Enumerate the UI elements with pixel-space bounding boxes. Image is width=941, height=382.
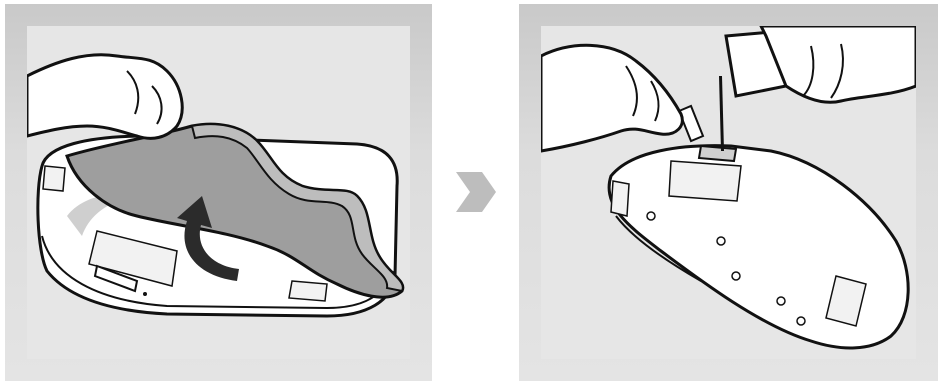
remove-mopping-pad-illustration: [27, 26, 410, 359]
double-chevron-right-icon: [452, 168, 500, 216]
tank-label-plate: [669, 161, 741, 201]
water-tank-body: [609, 146, 908, 348]
water-stream: [719, 76, 724, 151]
fill-water-drawing: [541, 26, 916, 359]
tank-side-plate: [611, 181, 629, 216]
fill-opening: [699, 146, 736, 161]
hand-left-cap: [541, 45, 682, 151]
pad-holder-left: [43, 166, 65, 191]
pad-holder-right: [289, 281, 327, 301]
remove-pad-drawing: [27, 26, 410, 359]
step-panel-remove-pad: [5, 4, 432, 381]
step-panel-fill-water: [519, 4, 938, 381]
pour-water-into-tank-illustration: [541, 26, 916, 359]
hand-right: [761, 26, 916, 102]
